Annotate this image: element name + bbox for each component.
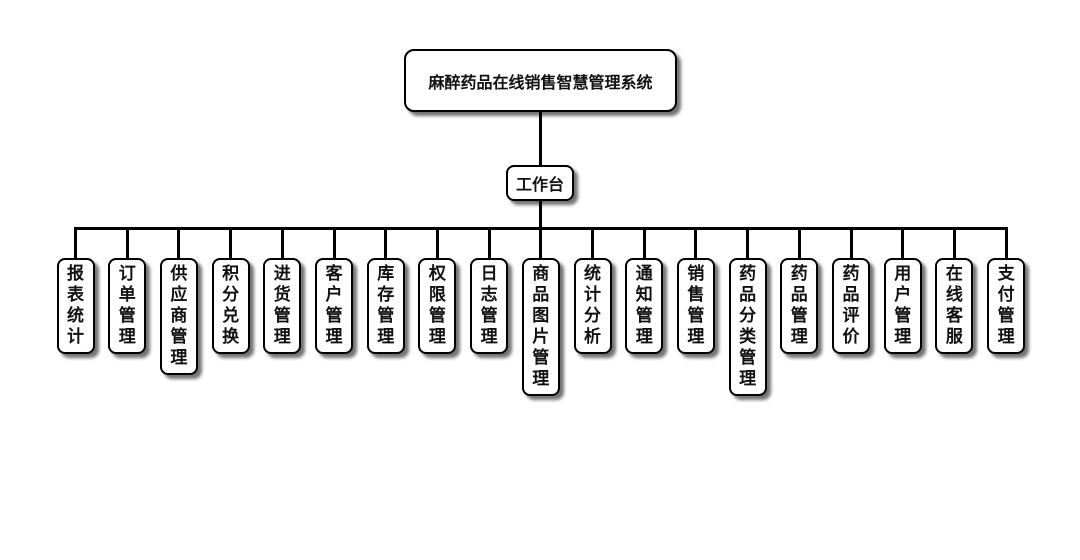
module-node-sales-mgmt: 销售管理 [676,258,715,354]
hub-to-bus-connector [539,201,542,229]
module-drop-connector [849,227,853,258]
module-node-report-stats: 报表统计 [56,258,95,354]
module-node-label: 药品分类管理 [739,264,757,389]
module-drop-connector [1004,227,1008,258]
module-node-log-mgmt: 日志管理 [470,258,509,354]
module-node-label: 通知管理 [635,264,653,347]
module-node-supplier-mgmt: 供应商管理 [159,258,198,375]
module-node-permission-mgmt: 权限管理 [418,258,457,354]
module-node-label: 药品评价 [842,264,860,347]
module-node-order-mgmt: 订单管理 [108,258,147,354]
module-node-statistical-analysis: 统计分析 [573,258,612,354]
module-node-purchase-mgmt: 进货管理 [263,258,302,354]
module-node-product-image-mgmt: 商品图片管理 [521,258,560,396]
module-node-user-mgmt: 用户管理 [883,258,922,354]
module-node-label: 支付管理 [997,264,1015,347]
module-drop-connector [901,227,905,258]
hub-node-label: 工作台 [515,175,564,194]
module-node-label: 订单管理 [118,264,136,347]
module-drop-connector [539,227,543,258]
module-node-label: 商品图片管理 [532,264,550,389]
module-node-label: 供应商管理 [170,264,188,368]
module-node-drug-mgmt: 药品管理 [780,258,819,354]
module-node-inventory-mgmt: 库存管理 [366,258,405,354]
module-node-label: 进货管理 [273,264,291,347]
module-drop-connector [642,227,646,258]
module-drop-connector [435,227,439,258]
module-drop-connector [952,227,956,258]
module-drop-connector [280,227,284,258]
module-node-label: 药品管理 [790,264,808,347]
module-node-payment-mgmt: 支付管理 [987,258,1026,354]
module-node-online-service: 在线客服 [935,258,974,354]
module-node-label: 用户管理 [894,264,912,347]
module-drop-connector [229,227,233,258]
module-drop-connector [74,227,77,258]
module-node-label: 日志管理 [480,264,498,347]
module-node-label: 统计分析 [584,264,601,347]
module-node-label: 积分兑换 [222,264,240,347]
module-node-label: 在线客服 [945,264,963,347]
module-node-drug-category-mgmt: 药品分类管理 [728,258,767,396]
module-drop-connector [384,227,388,258]
module-node-label: 权限管理 [428,264,446,347]
root-to-hub-connector [539,112,542,165]
module-node-label: 客户管理 [325,264,343,347]
module-drop-connector [746,227,750,258]
module-node-label: 销售管理 [687,264,705,347]
module-drop-connector [487,227,491,258]
module-node-points-exchange: 积分兑换 [211,258,250,354]
root-node: 麻醉药品在线销售智慧管理系统 [404,49,677,112]
module-node-drug-review: 药品评价 [832,258,870,354]
module-drop-connector [177,227,181,258]
module-drop-connector [591,227,594,258]
module-drop-connector [125,227,129,258]
module-node-label: 报表统计 [67,264,84,347]
module-node-customer-mgmt: 客户管理 [315,258,353,354]
module-drop-connector [797,227,801,258]
module-node-label: 库存管理 [377,264,395,347]
root-node-label: 麻醉药品在线销售智慧管理系统 [428,72,653,92]
module-drop-connector [332,227,336,258]
hub-node: 工作台 [506,165,574,201]
module-drop-connector [694,227,698,258]
module-node-notice-mgmt: 通知管理 [625,258,664,354]
